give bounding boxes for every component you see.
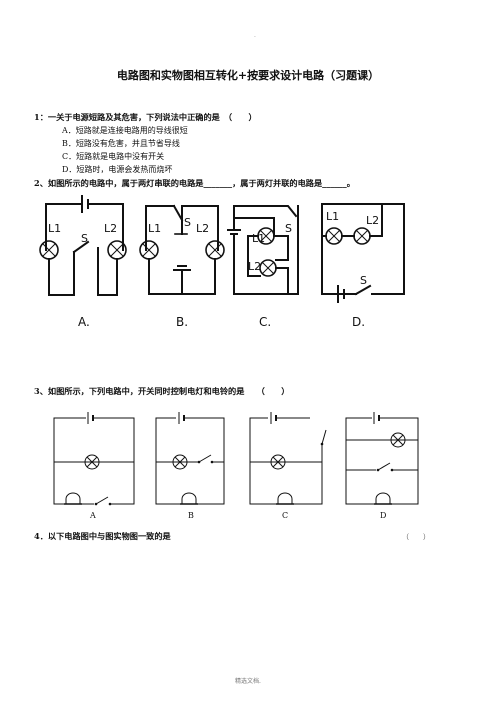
q2-stem: 2、如图所示的电路中，属于两灯串联的电路是_______，属于两灯并联的电路是_… xyxy=(34,178,355,188)
label-s: S xyxy=(81,232,88,245)
top-mark: · xyxy=(254,34,256,41)
q2-caption-b: B. xyxy=(176,315,188,329)
q1-option-b: B．短路没有危害，并且节省导线 xyxy=(62,139,180,148)
label-s: S xyxy=(184,216,191,229)
label-l1: L1 xyxy=(326,210,339,223)
q1-option-a: A．短路就是连接电路用的导线很短 xyxy=(62,126,188,135)
q2-circuit-b: L1 S L2 B. xyxy=(139,204,225,329)
label-l2: L2 xyxy=(104,222,117,235)
q3-caption-a: A xyxy=(89,511,96,520)
q3-stem: 3、如图所示，下列电路中，开关同时控制电灯和电铃的是 （ ） xyxy=(34,386,290,396)
label-l2: L2 xyxy=(196,222,209,235)
q2-caption-c: C. xyxy=(259,315,271,329)
q2-caption-d: D. xyxy=(352,315,365,329)
label-s: S xyxy=(285,222,292,235)
label-s: S xyxy=(360,274,367,287)
q3-caption-b: B xyxy=(188,511,194,520)
q2-circuit-d: L1 L2 S D. xyxy=(321,203,405,329)
q3-circuit-c: C xyxy=(249,412,327,520)
page-footer: 精选文档. xyxy=(235,678,261,685)
q1-option-c: C．短路就是电路中没有开关 xyxy=(62,152,165,161)
q3-circuit-a: A xyxy=(53,412,135,520)
q3-caption-d: D xyxy=(380,511,386,520)
q3-circuit-b: B xyxy=(155,412,225,520)
q2-circuit-c: L1 S L2 C. xyxy=(227,205,299,329)
q4-stem: 4．以下电路图中与图实物图一致的是 xyxy=(34,531,171,541)
q1-stem: 1：一关于电源短路及其危害，下列说法中正确的是 （ ） xyxy=(34,112,257,122)
q2-caption-a: A. xyxy=(78,315,90,329)
q3-circuit-d: D xyxy=(345,412,419,520)
label-l1: L1 xyxy=(48,222,61,235)
label-l2: L2 xyxy=(248,260,261,273)
label-l1: L1 xyxy=(148,222,161,235)
q4-answer-bracket: （ ） xyxy=(402,533,430,541)
q2-circuit-a: L1 S L2 A. xyxy=(39,195,127,329)
q3-caption-c: C xyxy=(282,511,288,520)
page-title: 电路图和实物图相互转化+按要求设计电路（习题课） xyxy=(116,69,380,82)
label-l1: L1 xyxy=(252,232,265,245)
label-l2: L2 xyxy=(366,214,379,227)
q1-option-d: D．短路时，电源会发热而烧坏 xyxy=(62,165,173,174)
